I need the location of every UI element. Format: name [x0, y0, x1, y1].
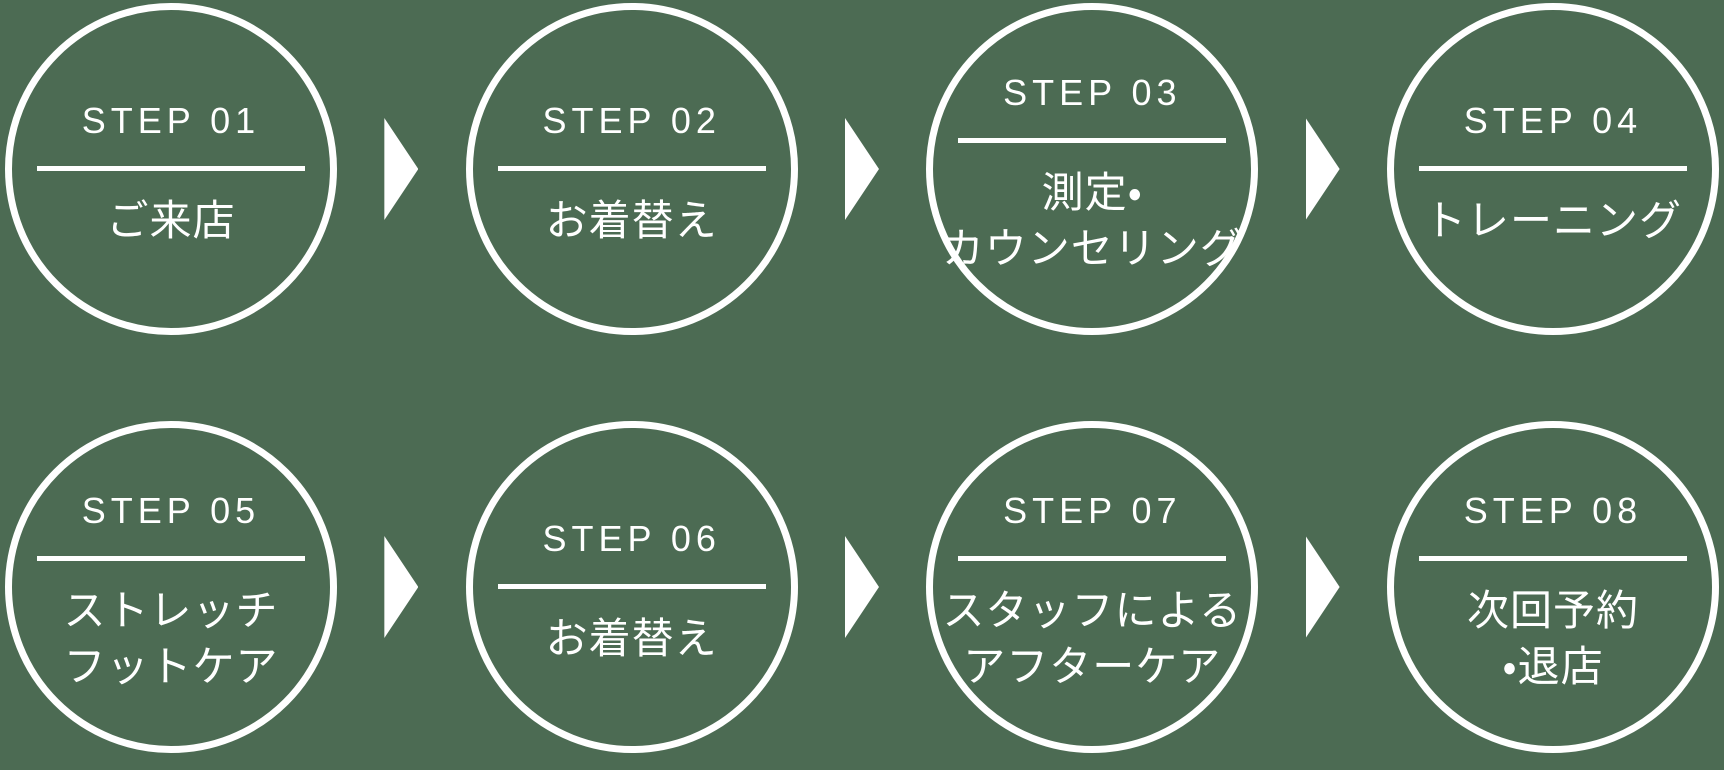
- step-divider: [1418, 165, 1687, 171]
- step-title-line: お着替え: [545, 196, 718, 244]
- step-title-line: カウンセリング: [941, 224, 1243, 272]
- step-label: STEP 06: [542, 517, 721, 559]
- arrow-right-icon: [384, 536, 419, 638]
- arrow-right-icon: [844, 118, 879, 220]
- step-title: 次回予約 ・退店: [1467, 583, 1639, 695]
- step-divider: [958, 137, 1227, 143]
- step-circle-05: STEP 05 ストレッチ フットケア: [5, 421, 337, 753]
- step-label: STEP 08: [1463, 489, 1643, 531]
- flow-row-2: STEP 05 ストレッチ フットケア STEP 06 お着替え STEP 07…: [0, 420, 1724, 754]
- step-circle-03: STEP 03 測定・ カウンセリング: [926, 3, 1259, 335]
- step-circle-02: STEP 02 お着替え: [465, 3, 798, 335]
- arrow-right-icon: [1305, 118, 1340, 220]
- step-divider: [37, 165, 305, 171]
- arrow-right-icon: [384, 118, 419, 220]
- step-label: STEP 01: [81, 99, 261, 141]
- step-divider: [37, 555, 305, 561]
- step-title-line: ストレッチ: [63, 586, 279, 634]
- step-circle-01: STEP 01 ご来店: [5, 3, 337, 335]
- step-title-line: アフターケア: [963, 642, 1222, 690]
- arrow-right-icon: [844, 536, 879, 638]
- step-circle-06: STEP 06 お着替え: [465, 421, 798, 753]
- step-divider: [958, 555, 1227, 561]
- step-title-line: ・退店: [1502, 642, 1604, 690]
- step-label: STEP 05: [81, 489, 261, 531]
- step-label: STEP 02: [542, 99, 721, 141]
- step-title: 測定・ カウンセリング: [942, 165, 1243, 277]
- step-label: STEP 03: [1003, 71, 1182, 113]
- step-circle-07: STEP 07 スタッフによる アフターケア: [926, 421, 1259, 753]
- step-title: お着替え: [546, 193, 718, 249]
- step-title-line: トレーニング: [1423, 196, 1682, 244]
- step-title-line: フットケア: [63, 642, 279, 690]
- step-title: トレーニング: [1424, 193, 1682, 249]
- flow-row-1: STEP 01 ご来店 STEP 02 お着替え STEP 03 測定・ カウン…: [0, 2, 1724, 336]
- step-title-line: スタッフによる: [942, 586, 1243, 634]
- step-title: お着替え: [546, 611, 718, 667]
- step-label: STEP 04: [1463, 99, 1643, 141]
- step-title: ご来店: [106, 193, 235, 249]
- step-divider: [497, 165, 766, 171]
- step-title: ストレッチ フットケア: [63, 583, 278, 695]
- step-title-line: お着替え: [545, 614, 718, 662]
- step-divider: [497, 583, 766, 589]
- step-title-line: 測定・: [1041, 168, 1143, 216]
- step-divider: [1418, 555, 1687, 561]
- arrow-right-icon: [1305, 536, 1340, 638]
- step-title: スタッフによる アフターケア: [942, 583, 1242, 695]
- step-label: STEP 07: [1003, 489, 1182, 531]
- step-title-line: ご来店: [106, 196, 236, 244]
- step-circle-04: STEP 04 トレーニング: [1386, 3, 1719, 335]
- step-title-line: 次回予約: [1466, 586, 1639, 634]
- step-circle-08: STEP 08 次回予約 ・退店: [1386, 421, 1719, 753]
